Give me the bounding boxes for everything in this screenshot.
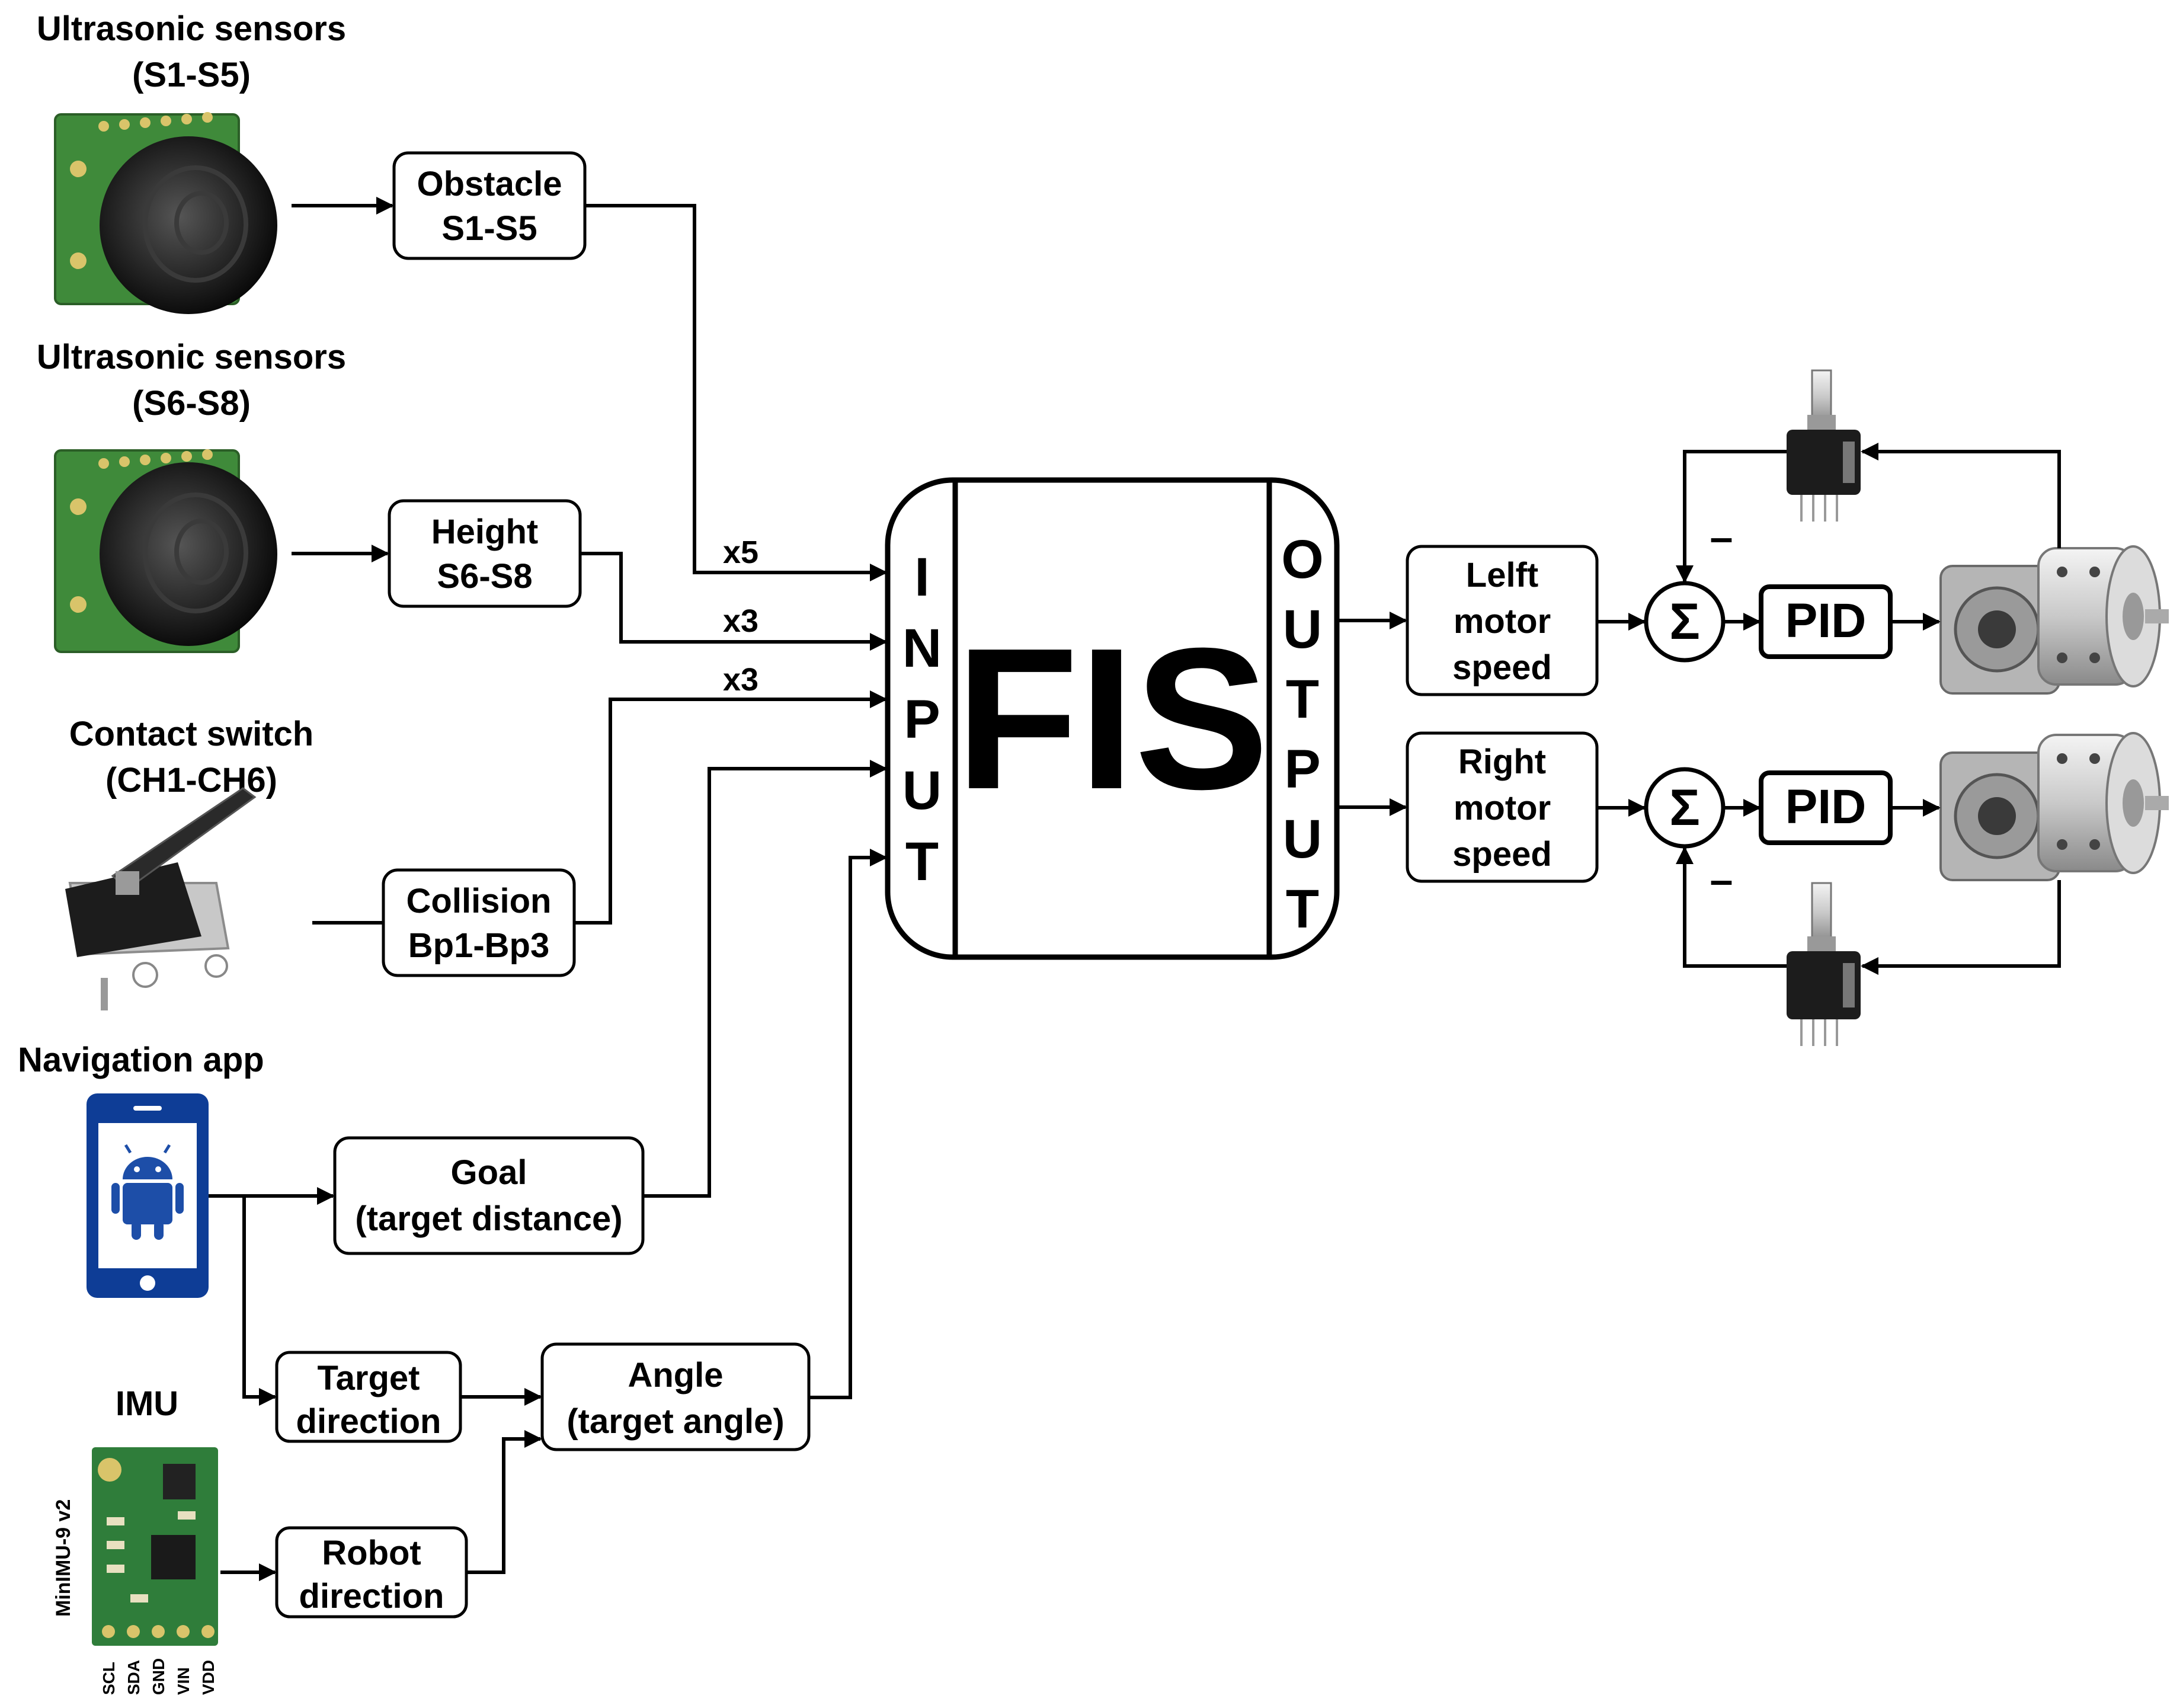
right-sum-symbol: Σ [1669, 779, 1700, 836]
fis-output-letter-o: O [1281, 529, 1324, 590]
right-motor-speed-line2: motor [1454, 789, 1551, 827]
imu-pin-scl: SCL [100, 1662, 118, 1695]
contact-switch-image [65, 787, 257, 1010]
robot-direction-line1: Robot [322, 1534, 421, 1572]
ultrasonic-sensors-2-range: (S6-S8) [132, 384, 251, 423]
imu-pin-vin: VIN [174, 1667, 193, 1695]
fis-output-letter-t2: T [1286, 879, 1319, 939]
goal-block-line2: (target distance) [355, 1200, 622, 1238]
left-motor-speed-line3: speed [1452, 648, 1552, 687]
left-encoder-image [1787, 369, 1861, 522]
fis-output-letter-u2: U [1283, 809, 1322, 869]
imu-pin-gnd: GND [149, 1658, 168, 1695]
collision-multiplicity: x3 [723, 662, 758, 698]
robot-direction-line2: direction [299, 1577, 444, 1616]
fis-input-letter-p: P [904, 689, 940, 750]
wire-height-to-fis [580, 552, 888, 651]
height-block-line1: Height [431, 513, 538, 551]
fis-input-letter-u: U [902, 760, 942, 821]
wire-collision-to-fis [574, 690, 888, 925]
right-motor-speed-line3: speed [1452, 835, 1552, 874]
right-motor-speed-line1: Right [1458, 743, 1546, 781]
wire-angle-to-fis [809, 849, 888, 1399]
imu-board-name: MinIMU-9 v2 [52, 1499, 75, 1617]
collision-block-line1: Collision [406, 882, 552, 920]
left-motor-speed-line1: Lelft [1466, 556, 1538, 594]
obstacle-block-line1: Obstacle [417, 165, 562, 203]
angle-block-line2: (target angle) [566, 1402, 784, 1441]
ultrasonic-sensor-1-image [54, 112, 277, 314]
ultrasonic-sensors-1-title: Ultrasonic sensors [37, 9, 346, 48]
imu-pin-sda: SDA [124, 1660, 143, 1695]
smartphone-android-icon [87, 1093, 209, 1298]
wire-robot-direction-to-angle [466, 1430, 542, 1574]
fis-output-letter-t1: T [1286, 669, 1319, 730]
target-direction-line1: Target [318, 1359, 420, 1397]
left-sum-symbol: Σ [1669, 593, 1700, 650]
target-direction-line2: direction [296, 1402, 441, 1441]
right-pid-label: PID [1785, 780, 1867, 834]
obstacle-block-line2: S1-S5 [441, 209, 537, 248]
wire-obstacle-to-fis [585, 204, 888, 581]
ultrasonic-sensors-2-title: Ultrasonic sensors [37, 338, 346, 376]
right-motor-image [1939, 732, 2169, 881]
imu-board-image [92, 1447, 218, 1646]
wire-goal-to-fis [643, 760, 888, 1198]
imu-title: IMU [116, 1384, 178, 1423]
obstacle-multiplicity: x5 [723, 535, 758, 570]
imu-pin-vdd: VDD [199, 1660, 217, 1695]
wire-left-motor-to-encoder [1861, 443, 2061, 548]
contact-switch-title: Contact switch [69, 715, 314, 753]
fis-block [885, 477, 1340, 960]
right-encoder-image [1787, 882, 1861, 1046]
wire-phone-to-target-direction [242, 1196, 277, 1406]
angle-block-line1: Angle [628, 1356, 723, 1394]
fis-title: FIS [956, 606, 1269, 831]
ultrasonic-sensors-1-range: (S1-S5) [132, 56, 251, 94]
wire-right-encoder-to-sum [1676, 846, 1787, 968]
fis-input-letter-t: T [905, 831, 939, 892]
fis-output-letter-u1: U [1283, 599, 1322, 660]
right-feedback-minus: – [1710, 856, 1733, 903]
ultrasonic-sensor-2-image [54, 449, 277, 653]
goal-block-line1: Goal [451, 1153, 527, 1192]
height-multiplicity: x3 [723, 603, 758, 639]
left-motor-image [1939, 545, 2169, 695]
wire-left-encoder-to-sum [1676, 450, 1787, 583]
fis-input-letter-n: N [902, 618, 942, 679]
left-motor-speed-line2: motor [1454, 602, 1551, 641]
collision-block-line2: Bp1-Bp3 [408, 926, 549, 965]
navigation-app-title: Navigation app [18, 1041, 264, 1079]
fis-input-letter-i: I [914, 547, 930, 607]
left-feedback-minus: – [1710, 514, 1733, 560]
height-block-line2: S6-S8 [437, 557, 532, 596]
fis-output-letter-p: P [1284, 739, 1320, 799]
wire-right-motor-to-encoder [1861, 880, 2061, 975]
left-pid-label: PID [1785, 594, 1867, 648]
